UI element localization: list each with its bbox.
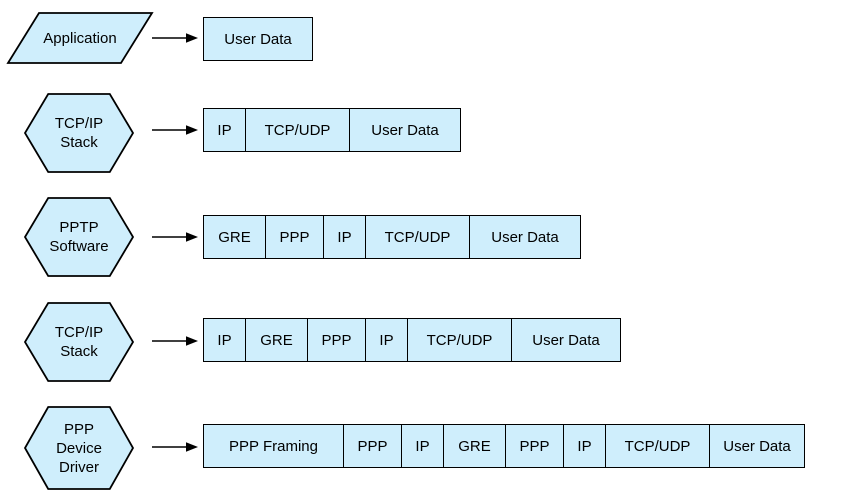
packet-segment: PPP Framing	[204, 425, 344, 467]
packet-segment: PPP	[506, 425, 564, 467]
packet-segment: PPP	[266, 216, 324, 258]
packet-segment: TCP/UDP	[408, 319, 512, 361]
packet-segment: IP	[564, 425, 606, 467]
packet-segment: IP	[402, 425, 444, 467]
arrow-right-icon	[152, 123, 198, 142]
packet-segment: IP	[204, 109, 246, 151]
packet-segment: IP	[366, 319, 408, 361]
packet-segment: User Data	[710, 425, 804, 467]
packet-segment: GRE	[204, 216, 266, 258]
stage-row-pptp-software: PPTP Software	[23, 197, 135, 277]
packet-segment: PPP	[308, 319, 366, 361]
packet-segment: TCP/UDP	[606, 425, 710, 467]
packet-segment: User Data	[470, 216, 580, 258]
packet-segment: User Data	[203, 17, 313, 61]
packet-segment: TCP/UDP	[246, 109, 350, 151]
stage-row-application: Application	[6, 12, 154, 64]
stage-row-tcpip-stack-2: TCP/IP Stack	[23, 302, 135, 382]
packet-segment: User Data	[350, 109, 460, 151]
stage-row-ppp-device-driver: PPP Device Driver	[23, 406, 135, 490]
arrow-right-icon	[152, 334, 198, 353]
stage-row-tcpip-stack-1: TCP/IP Stack	[23, 93, 135, 173]
packet-segment: User Data	[512, 319, 620, 361]
packet-segment: PPP	[344, 425, 402, 467]
arrow-right-icon	[152, 230, 198, 249]
arrow-right-icon	[152, 31, 198, 50]
packet-segment: GRE	[246, 319, 308, 361]
arrow-right-icon	[152, 440, 198, 459]
packet-segment: GRE	[444, 425, 506, 467]
packet-segment: TCP/UDP	[366, 216, 470, 258]
packet-segment: IP	[324, 216, 366, 258]
packet-segment: IP	[204, 319, 246, 361]
